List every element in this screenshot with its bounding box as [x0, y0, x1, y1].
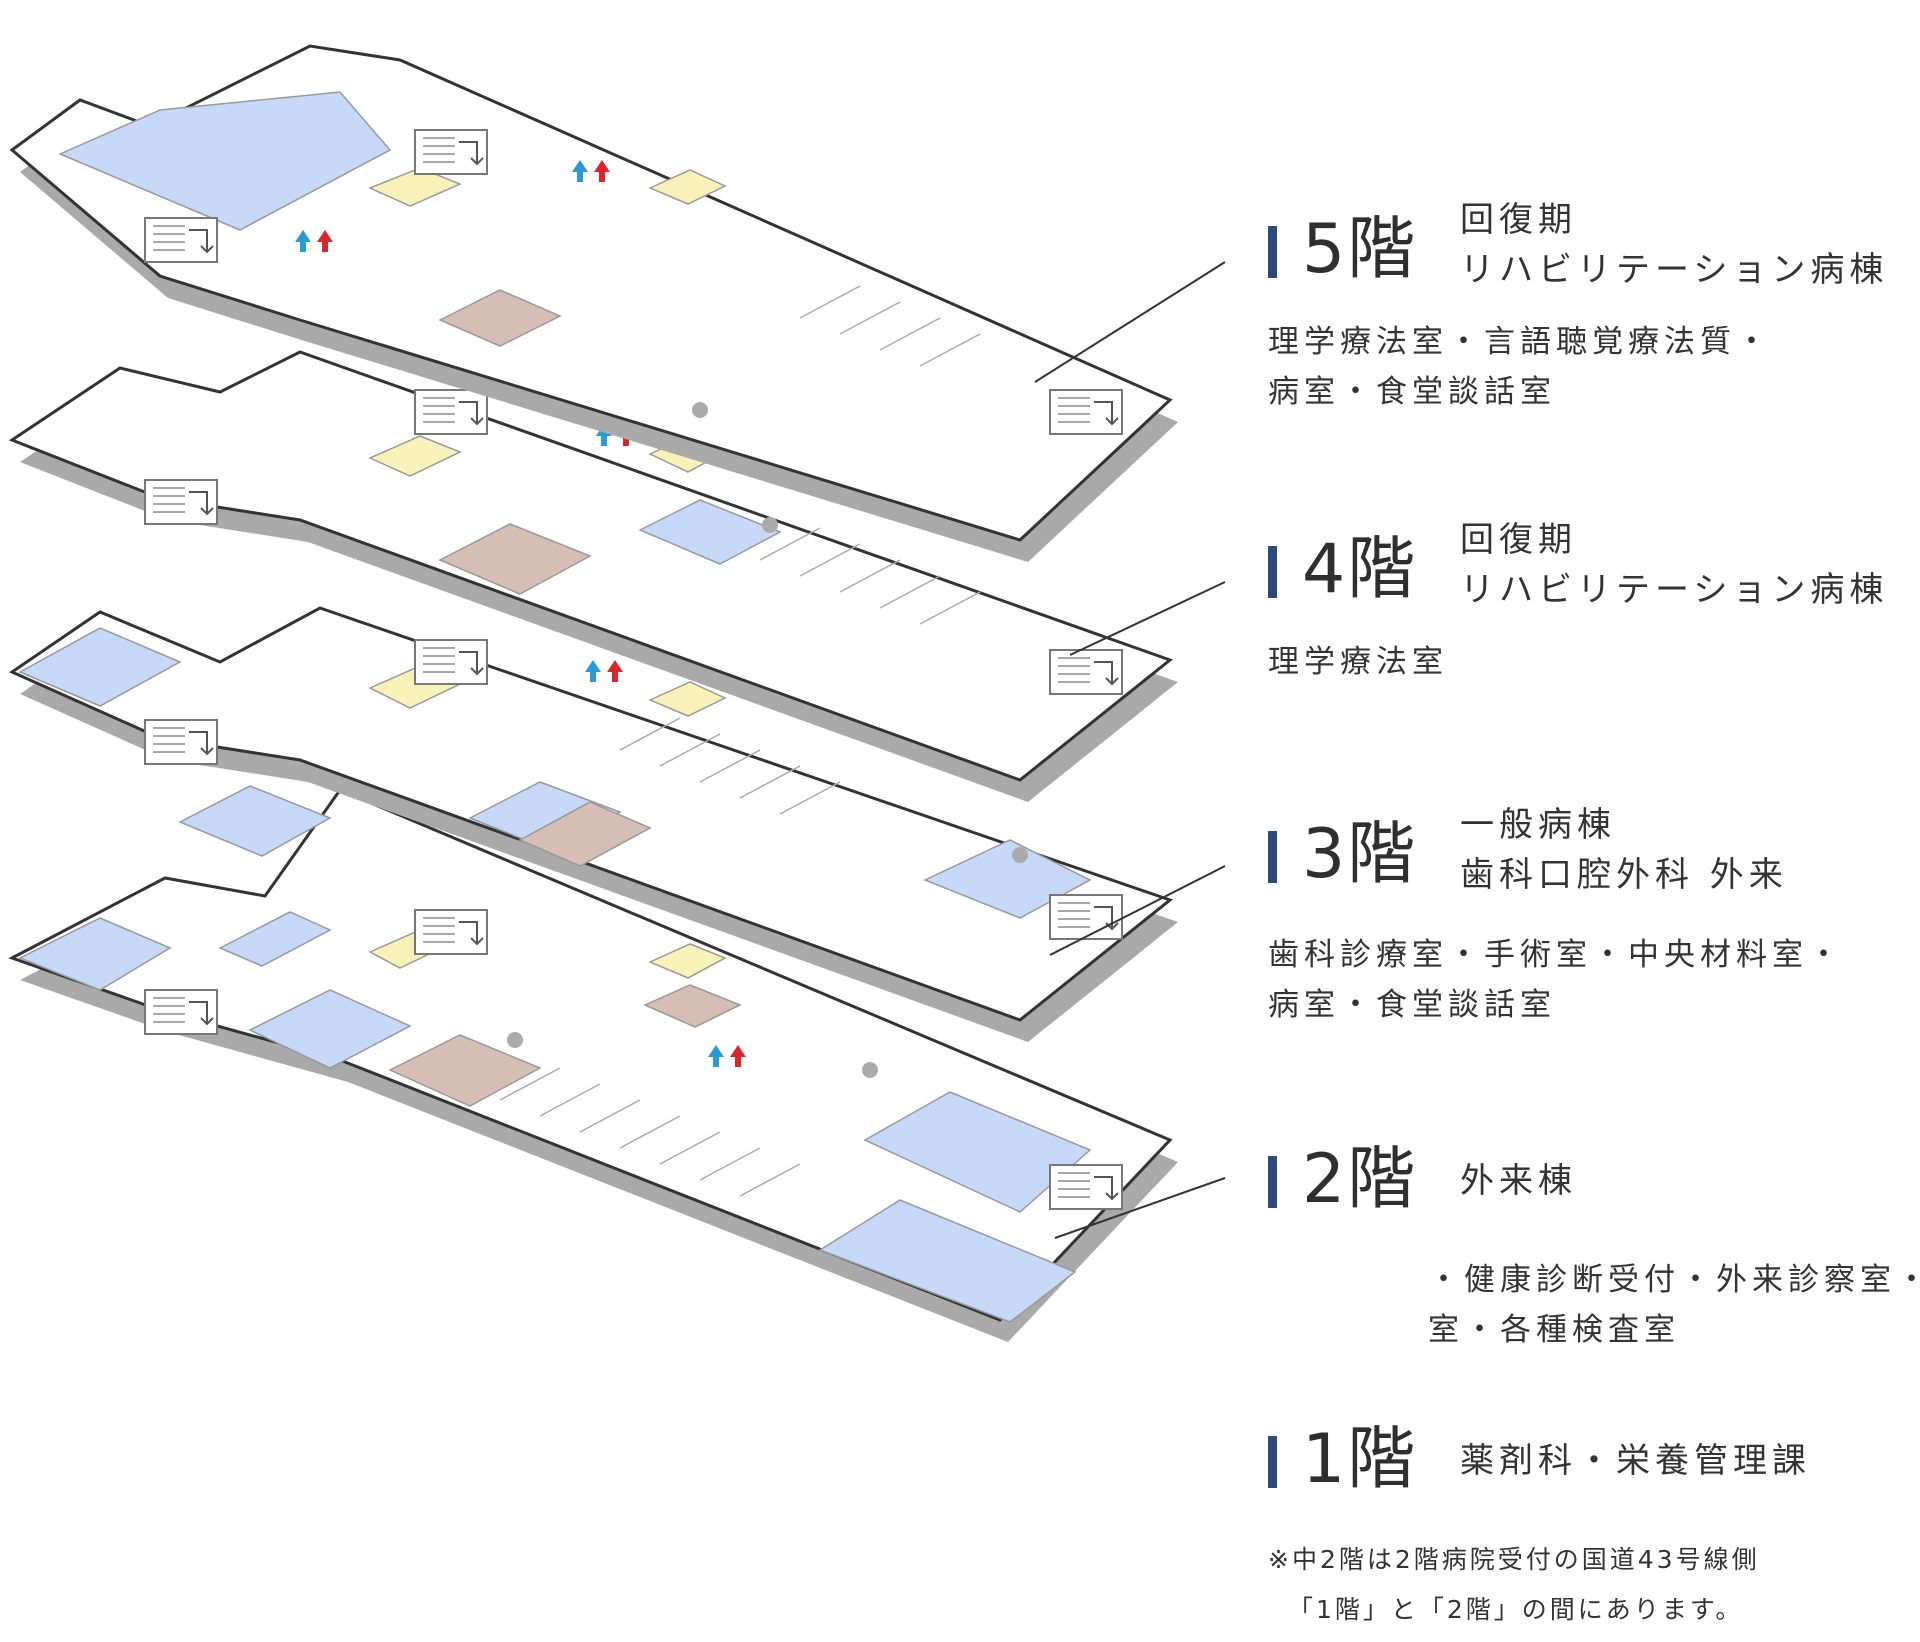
floor-3-plan	[8, 350, 1178, 802]
floor-3-number: 3階	[1302, 815, 1418, 894]
floor-3-heading-2: 歯科口腔外科 外来	[1460, 855, 1788, 895]
floor-5-number: 5階	[1302, 210, 1418, 289]
floor-4-heading-1: 回復期	[1460, 520, 1577, 560]
floor-1-accent-bar	[1268, 1436, 1277, 1488]
mezzanine-note: ※中2階は2階病院受付の国道43号線側 「1階」と「2階」の間にあります。	[1268, 1535, 1760, 1635]
leader-lines	[1034, 261, 1226, 1239]
floor-3-rooms-2: 病室・食堂談話室	[1268, 987, 1556, 1023]
floor-4-heading-2: リハビリテーション病棟	[1460, 570, 1889, 610]
floor-3-accent-bar	[1268, 831, 1277, 883]
floor-1-heading-1: 薬剤科・栄養管理課	[1460, 1441, 1811, 1481]
floor-2-rooms-1: ・健康診断受付・外来診察室・	[1428, 1262, 1920, 1298]
floor-4-rooms-1: 理学療法室	[1268, 644, 1448, 680]
floor-5-accent-bar	[1268, 226, 1277, 278]
mezzanine-note-line-1: ※中2階は2階病院受付の国道43号線側	[1268, 1545, 1760, 1574]
floor-2-heading-1: 外来棟	[1460, 1161, 1577, 1201]
floor-2-rooms-2: 室・各種検査室	[1428, 1312, 1680, 1348]
floor-4-number: 4階	[1302, 530, 1418, 609]
floor-2-number: 2階	[1302, 1140, 1418, 1219]
floor-4-accent-bar	[1268, 546, 1277, 598]
mezzanine-note-line-2: 「1階」と「2階」の間にあります。	[1288, 1595, 1744, 1624]
floor-1-plan	[8, 788, 1178, 1342]
floor-5-rooms-2: 病室・食堂談話室	[1268, 374, 1556, 410]
floor-5-heading-1: 回復期	[1460, 200, 1577, 240]
floor-3-rooms-1: 歯科診療室・手術室・中央材料室・	[1268, 937, 1844, 973]
floor-2-plan	[8, 606, 1178, 1042]
floor-3-heading-1: 一般病棟	[1460, 805, 1616, 845]
floor-2-accent-bar	[1268, 1156, 1277, 1208]
floor-5-heading-2: リハビリテーション病棟	[1460, 250, 1889, 290]
floor-5-rooms-1: 理学療法室・言語聴覚療法質・	[1268, 324, 1772, 360]
floor-1-number: 1階	[1302, 1420, 1418, 1499]
floor-4-plan	[9, 44, 1178, 562]
